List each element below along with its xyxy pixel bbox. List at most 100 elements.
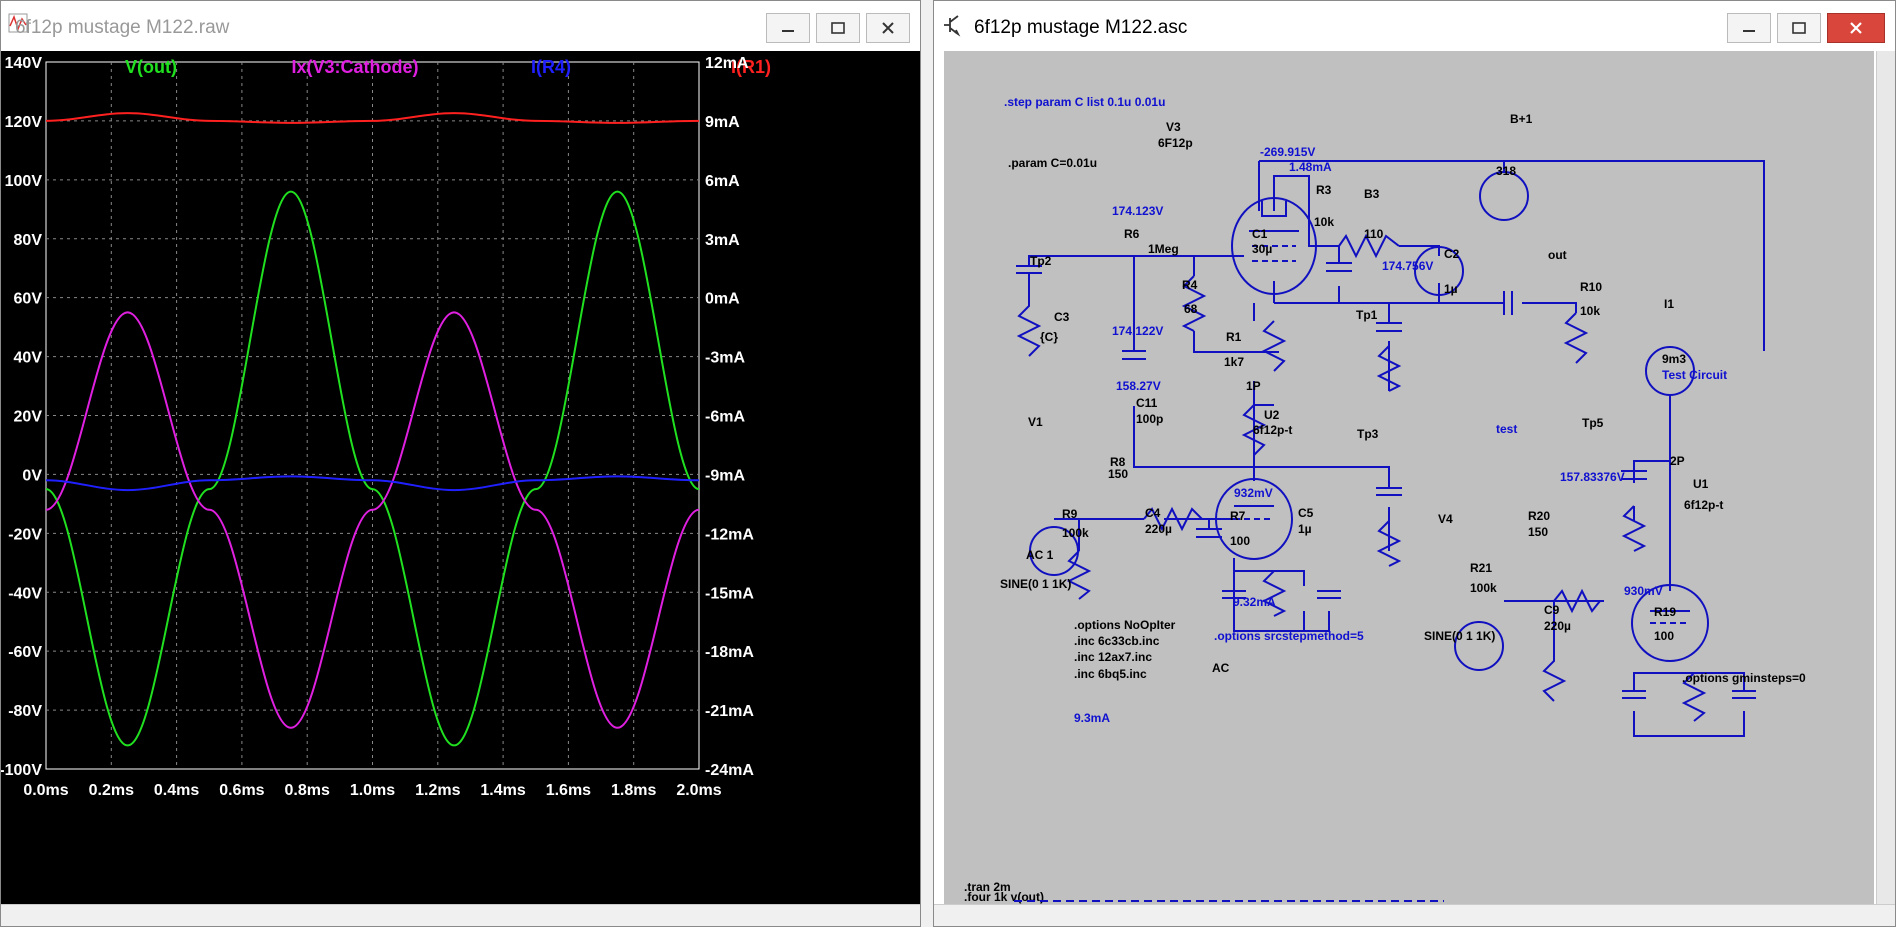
schematic-label[interactable]: R9	[1062, 507, 1078, 521]
schematic-label[interactable]: Tp3	[1357, 427, 1379, 441]
schematic-label[interactable]: 110	[1364, 227, 1384, 241]
schematic-label[interactable]: 10k	[1580, 304, 1600, 318]
trace-2[interactable]	[45, 475, 700, 492]
schematic-label[interactable]: C5	[1298, 506, 1314, 520]
schematic-label[interactable]: 6F12p	[1158, 136, 1193, 150]
schematic-label[interactable]: 1.48mA	[1289, 160, 1332, 174]
schematic-label[interactable]: 1P	[1246, 379, 1261, 393]
schematic-label[interactable]: 100k	[1470, 581, 1497, 595]
schematic-label[interactable]: 158.27V	[1116, 379, 1161, 393]
schematic-label[interactable]: 100p	[1136, 412, 1163, 426]
minimize-button[interactable]	[766, 13, 810, 43]
schematic-label[interactable]: R21	[1470, 561, 1492, 575]
schematic-label[interactable]: 1µ	[1298, 522, 1312, 536]
schematic-label[interactable]: C4	[1145, 506, 1161, 520]
schematic-label[interactable]: Tp5	[1582, 416, 1604, 430]
maximize-button[interactable]	[816, 13, 860, 43]
schematic-label[interactable]: C11	[1136, 396, 1158, 410]
schematic-label[interactable]: .options gminsteps=0	[1682, 671, 1806, 685]
schematic-label[interactable]: Test Circuit	[1662, 368, 1727, 382]
trace-1[interactable]	[45, 311, 700, 729]
schematic-label[interactable]: 100k	[1062, 526, 1089, 540]
schematic-label[interactable]: 9.32mA	[1233, 595, 1276, 609]
schematic-label[interactable]: I1	[1664, 297, 1674, 311]
schematic-maximize-button[interactable]	[1777, 13, 1821, 43]
schematic-label[interactable]: .step param C list 0.1u 0.01u	[1004, 95, 1165, 109]
schematic-label[interactable]: 220µ	[1544, 619, 1571, 633]
schematic-minimize-button[interactable]	[1727, 13, 1771, 43]
schematic-label[interactable]: AC	[1212, 661, 1230, 675]
schematic-label[interactable]: -269.915V	[1260, 145, 1315, 159]
schematic-label[interactable]: U1	[1693, 477, 1709, 491]
schematic-label[interactable]: R19	[1654, 605, 1676, 619]
schematic-label[interactable]: out	[1548, 248, 1567, 262]
schematic-label[interactable]: .tran 2m	[964, 880, 1011, 894]
trace-3[interactable]	[45, 112, 700, 124]
schematic-label[interactable]: R10	[1580, 280, 1602, 294]
schematic-label[interactable]: 9.3mA	[1074, 711, 1110, 725]
schematic-label[interactable]: .inc 6c33cb.inc	[1074, 634, 1160, 648]
schematic-label[interactable]: 174.123V	[1112, 204, 1163, 218]
schematic-scrollbar[interactable]	[1876, 51, 1895, 907]
schematic-label[interactable]: .inc 12ax7.inc	[1074, 650, 1152, 664]
schematic-titlebar[interactable]: 6f12p mustage M122.asc	[934, 1, 1895, 49]
close-button[interactable]	[866, 13, 910, 43]
schematic-label[interactable]: B3	[1364, 187, 1380, 201]
schematic-label[interactable]: 10k	[1314, 215, 1334, 229]
schematic-label[interactable]: 150	[1108, 467, 1128, 481]
schematic-label[interactable]: R20	[1528, 509, 1550, 523]
schematic-label[interactable]: .options srcstepmethod=5	[1214, 629, 1364, 643]
schematic-label[interactable]: .four 1k v(out)	[964, 890, 1044, 904]
schematic-label[interactable]: V1	[1028, 415, 1043, 429]
schematic-close-button[interactable]	[1827, 13, 1885, 43]
schematic-label[interactable]: 68	[1184, 302, 1198, 316]
schematic-label[interactable]: R3	[1316, 183, 1332, 197]
schematic-label[interactable]: 100	[1654, 629, 1674, 643]
schematic-label[interactable]: R4	[1182, 278, 1198, 292]
schematic-label[interactable]: 930mV	[1624, 584, 1663, 598]
schematic-label[interactable]: 157.83376V	[1560, 470, 1625, 484]
schematic-label[interactable]: C9	[1544, 603, 1560, 617]
schematic-label[interactable]: R8	[1110, 455, 1126, 469]
schematic-label[interactable]: B+1	[1510, 112, 1533, 126]
schematic-label[interactable]: test	[1496, 422, 1517, 436]
schematic-label[interactable]: 1Meg	[1148, 242, 1179, 256]
schematic-label[interactable]: 100	[1230, 534, 1250, 548]
schematic-label[interactable]: AC 1	[1026, 548, 1054, 562]
schematic-label[interactable]: 6f12p-t	[1253, 423, 1292, 437]
schematic-label[interactable]: {C}	[1040, 330, 1058, 344]
legend-vout[interactable]: V(out)	[125, 57, 177, 77]
schematic-label[interactable]: SINE(0 1 1K)	[1000, 577, 1071, 591]
schematic-label[interactable]: 30µ	[1252, 242, 1272, 256]
schematic-label[interactable]: C2	[1444, 247, 1460, 261]
waveform-titlebar[interactable]: 6f12p mustage M122.raw	[1, 1, 920, 49]
schematic-label[interactable]: .options NoOpIter	[1074, 618, 1176, 632]
schematic-label[interactable]: R7	[1230, 509, 1246, 523]
schematic-label[interactable]: 2P	[1670, 454, 1685, 468]
legend-ir1[interactable]: I(R1)	[731, 57, 771, 77]
schematic-label[interactable]: R6	[1124, 227, 1140, 241]
schematic-label[interactable]: C1	[1252, 227, 1268, 241]
legend-ir4[interactable]: I(R4)	[531, 57, 571, 77]
schematic-label[interactable]: V4	[1438, 512, 1453, 526]
schematic-label[interactable]: 1k7	[1224, 355, 1244, 369]
schematic-label[interactable]: C3	[1054, 310, 1070, 324]
schematic-label[interactable]: R1	[1226, 330, 1242, 344]
schematic-label[interactable]: 6f12p-t	[1684, 498, 1723, 512]
schematic-label[interactable]: .param C=0.01u	[1008, 156, 1097, 170]
legend-ix-cathode[interactable]: Ix(V3:Cathode)	[291, 57, 418, 77]
schematic-label[interactable]: U2	[1264, 408, 1280, 422]
schematic-label[interactable]: Tp2	[1030, 254, 1052, 268]
schematic-label[interactable]: 1µ	[1444, 282, 1458, 296]
schematic-label[interactable]: 150	[1528, 525, 1548, 539]
schematic-label[interactable]: .inc 6bq5.inc	[1074, 667, 1147, 681]
schematic-label[interactable]: V3	[1166, 120, 1181, 134]
schematic-label[interactable]: 174.122V	[1112, 324, 1163, 338]
schematic-label[interactable]: 9m3	[1662, 352, 1686, 366]
schematic-label[interactable]: SINE(0 1 1K)	[1424, 629, 1495, 643]
trace-0[interactable]	[45, 190, 700, 747]
